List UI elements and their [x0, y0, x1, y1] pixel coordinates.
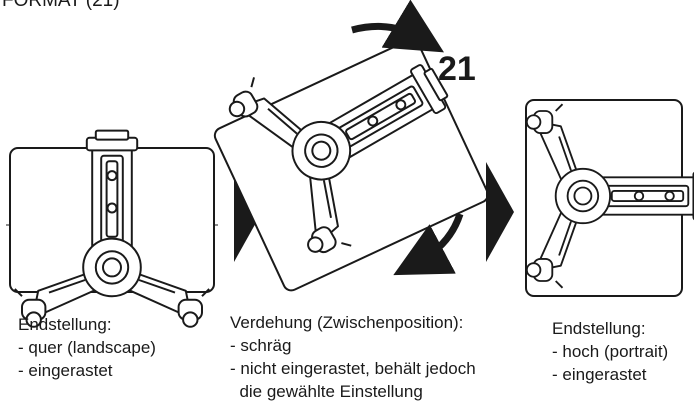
- caption-line: - schräg: [230, 336, 292, 355]
- caption-line: die gewählte Einstellung: [230, 382, 423, 401]
- caption-title: Endstellung:: [18, 315, 112, 334]
- caption-line: - hoch (portrait): [552, 342, 669, 361]
- next-step-arrow-2: [486, 162, 514, 262]
- caption-rotation: Verdehung (Zwischenposition): - schräg -…: [230, 311, 476, 403]
- caption-line: - eingerastet: [552, 365, 647, 384]
- header-text: FORMAT (21): [2, 0, 120, 11]
- caption-portrait: Endstellung: - hoch (portrait) - eingera…: [552, 317, 668, 386]
- rotate-arrow-bottom: [393, 212, 464, 276]
- caption-title: Verdehung (Zwischenposition):: [230, 313, 464, 332]
- step-number: 21: [438, 50, 476, 88]
- caption-landscape: Endstellung: - quer (landscape) - einger…: [18, 313, 156, 382]
- rotate-arrow-top: [351, 0, 445, 53]
- caption-line: - quer (landscape): [18, 338, 156, 357]
- caption-title: Endstellung:: [552, 319, 646, 338]
- caption-line: - eingerastet: [18, 361, 113, 380]
- caption-line: - nicht eingerastet, behält jedoch: [230, 359, 476, 378]
